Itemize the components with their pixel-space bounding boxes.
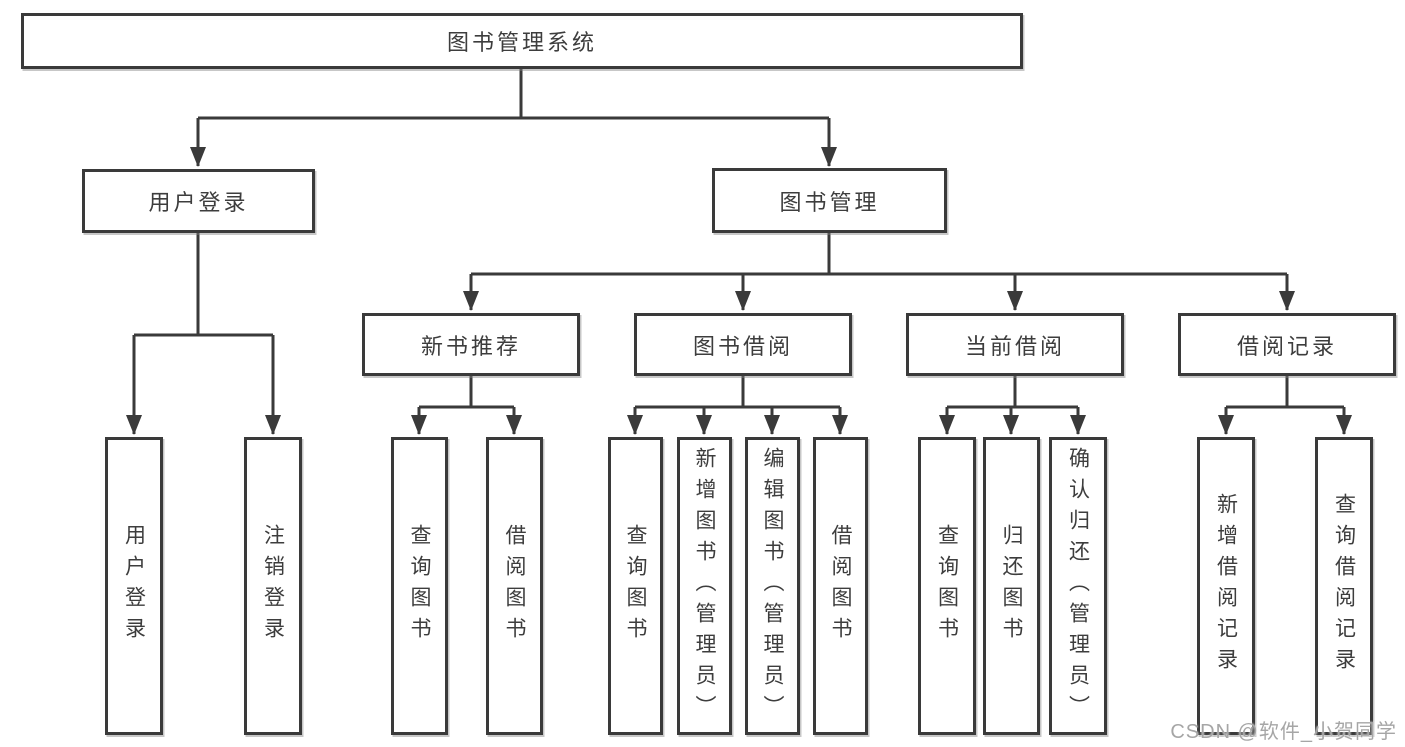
leaf-user-login-label: 用户登录: [122, 524, 146, 648]
leaf-recommend-borrow-books: 借阅图书: [486, 437, 543, 735]
leaf-logout-label: 注销登录: [261, 524, 285, 648]
leaf-current-return-books-label: 归还图书: [1000, 524, 1023, 648]
leaf-borrow-query-books: 查询图书: [608, 437, 663, 735]
leaf-records-add-record-label: 新增借阅记录: [1214, 493, 1238, 679]
leaf-records-query-record-label: 查询借阅记录: [1332, 493, 1356, 679]
node-book-management: 图书管理: [712, 168, 947, 233]
node-library-system: 图书管理系统: [21, 13, 1023, 69]
leaf-borrow-borrow-books-label: 借阅图书: [829, 524, 852, 648]
leaf-current-query-books: 查询图书: [918, 437, 976, 735]
node-book-borrow: 图书借阅: [634, 313, 852, 376]
leaf-current-confirm-return-admin-label: 确认归还（管理员）: [1066, 446, 1090, 726]
node-new-book-recommend: 新书推荐: [362, 313, 580, 376]
leaf-borrow-add-books-admin: 新增图书（管理员）: [677, 437, 732, 735]
leaf-records-add-record: 新增借阅记录: [1197, 437, 1255, 735]
leaf-current-confirm-return-admin: 确认归还（管理员）: [1049, 437, 1107, 735]
node-current-borrow: 当前借阅: [906, 313, 1124, 376]
leaf-logout: 注销登录: [244, 437, 302, 735]
node-user-login: 用户登录: [82, 169, 315, 233]
leaf-records-query-record: 查询借阅记录: [1315, 437, 1373, 735]
csdn-watermark: CSDN @软件_小贺同学: [1170, 721, 1397, 743]
leaf-current-query-books-label: 查询图书: [935, 524, 959, 648]
leaf-current-return-books: 归还图书: [983, 437, 1040, 735]
leaf-borrow-edit-books-admin-label: 编辑图书（管理员）: [761, 446, 784, 726]
leaf-borrow-add-books-admin-label: 新增图书（管理员）: [693, 446, 716, 726]
leaf-user-login: 用户登录: [105, 437, 163, 735]
leaf-borrow-edit-books-admin: 编辑图书（管理员）: [745, 437, 800, 735]
node-borrow-records: 借阅记录: [1178, 313, 1396, 376]
leaf-borrow-query-books-label: 查询图书: [624, 524, 647, 648]
leaf-recommend-query-books-label: 查询图书: [408, 524, 431, 648]
leaf-borrow-borrow-books: 借阅图书: [813, 437, 868, 735]
leaf-recommend-borrow-books-label: 借阅图书: [503, 524, 526, 648]
leaf-recommend-query-books: 查询图书: [391, 437, 448, 735]
